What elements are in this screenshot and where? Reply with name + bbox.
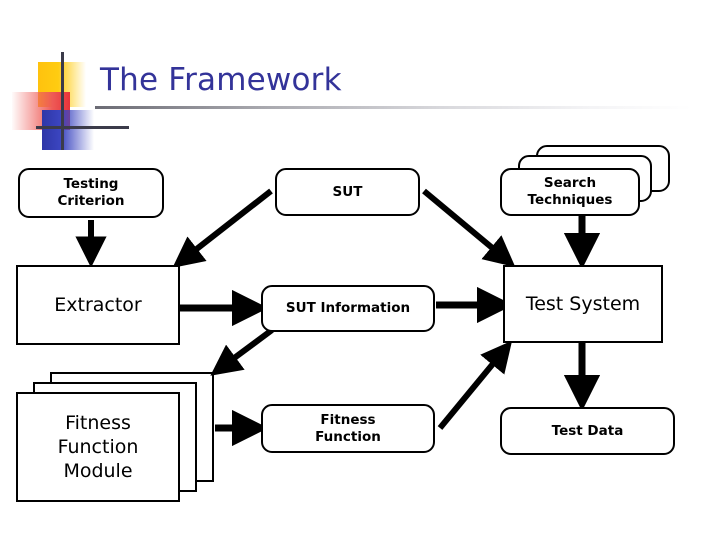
title-decoration bbox=[0, 40, 130, 150]
node-label-fitness-function: Fitness Function bbox=[315, 411, 381, 445]
node-label-extractor: Extractor bbox=[54, 293, 142, 316]
arrow-sut-to-test-system bbox=[422, 188, 516, 268]
title-underline-rule bbox=[95, 106, 692, 109]
decoration-blue-square bbox=[42, 110, 94, 150]
node-sut[interactable]: SUT bbox=[275, 168, 420, 216]
node-extractor[interactable]: Extractor bbox=[16, 265, 180, 345]
arrow-sut-information-to-fitness-function-module bbox=[210, 327, 274, 376]
node-label-sut: SUT bbox=[332, 183, 363, 200]
node-label-test-data: Test Data bbox=[551, 422, 624, 439]
node-fitness-function-module[interactable]: Fitness Function Module bbox=[16, 392, 180, 502]
node-fitness-function[interactable]: Fitness Function bbox=[261, 404, 435, 453]
arrow-sut-to-extractor bbox=[172, 188, 273, 268]
decoration-vertical-line bbox=[61, 52, 64, 150]
node-label-fitness-function-module: Fitness Function Module bbox=[57, 411, 139, 483]
node-label-search-techniques: Search Techniques bbox=[527, 175, 613, 208]
node-sut-information[interactable]: SUT Information bbox=[261, 285, 435, 332]
node-test-data[interactable]: Test Data bbox=[500, 407, 675, 455]
node-label-sut-information: SUT Information bbox=[285, 300, 411, 317]
node-testing-criterion[interactable]: Testing Criterion bbox=[18, 168, 164, 218]
node-label-testing-criterion: Testing Criterion bbox=[57, 176, 125, 209]
node-search-techniques[interactable]: Search Techniques bbox=[500, 168, 640, 216]
node-label-test-system: Test System bbox=[525, 292, 641, 315]
arrow-fitness-function-to-test-system bbox=[437, 340, 513, 430]
node-test-system[interactable]: Test System bbox=[503, 265, 663, 343]
page-title: The Framework bbox=[100, 62, 342, 98]
decoration-horizontal-line bbox=[36, 126, 129, 129]
